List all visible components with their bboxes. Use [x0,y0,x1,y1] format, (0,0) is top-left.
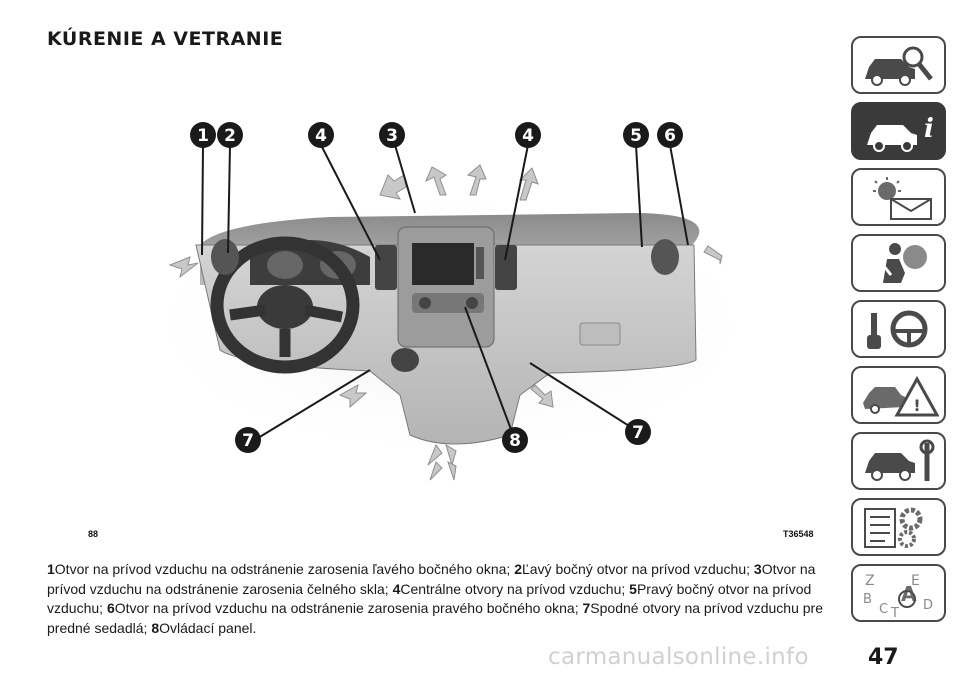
dashboard-ventilation-figure: 1 2 4 3 4 5 6 7 8 7 [80,95,820,525]
callout-6: 6 [657,122,683,148]
caption-text-6: Otvor na prívod vzduchu na odstránenie z… [114,600,579,616]
chapter-tab-4[interactable] [851,234,946,292]
svg-text:4: 4 [315,126,327,146]
caption-text-1: Otvor na prívod vzduchu na odstránenie z… [54,561,511,577]
svg-text:2: 2 [224,126,236,146]
chapter-tab-8[interactable] [851,498,946,556]
caption-text-4: Centrálne otvory na prívod vzduchu; [400,580,626,597]
svg-text:1: 1 [197,126,209,146]
svg-text:E: E [911,573,920,589]
svg-text:4: 4 [522,126,534,146]
svg-text:C: C [879,602,888,617]
svg-text:T: T [890,606,899,617]
page-title: KÚRENIE A VETRANIE [47,28,284,50]
speedometer-dial [267,251,303,279]
chapter-tab-9[interactable]: Z E B A C D T [851,564,946,622]
caption-text-2: Ľavý bočný otvor na prívod vzduchu; [521,561,751,577]
side-vent-right [651,239,679,275]
callout-4-right: 4 [515,122,541,148]
chapter-tab-2[interactable]: i [851,102,946,160]
warning-light-message-icon [873,177,932,220]
callout-7-right: 7 [625,419,651,445]
callout-5: 5 [623,122,649,148]
svg-text:8: 8 [509,431,521,451]
airflow-arrows [168,164,723,481]
gear-lever [391,348,419,372]
caption-num-6: 6 [106,600,115,616]
media-buttons [476,247,484,279]
caption-text-7: Spodné otvory na prívod vzduchu pre pred… [47,600,823,636]
callout-leader-lines [201,144,689,441]
chapter-tab-6[interactable]: ! [851,366,946,424]
side-vent-left [211,239,239,275]
figure-code: T36548 [783,529,814,539]
chapter-tab-1[interactable] [851,36,946,94]
page-number: 47 [868,645,899,670]
svg-text:D: D [923,598,933,613]
svg-text:!: ! [913,396,920,415]
glove-box-handle [579,322,621,346]
car-breakdown-warning-icon: ! [863,375,939,417]
caption-num-8: 8 [151,619,160,636]
caption-num-2: 2 [514,561,522,577]
svg-text:A: A [901,582,917,606]
svg-text:3: 3 [386,126,398,146]
figure-caption: 1Otvor na prívod vzduchu na odstránenie … [47,560,837,638]
callout-4-left: 4 [308,122,334,148]
caption-text-3: Otvor na prívod vzduchu na odstránenie z… [47,561,816,597]
central-vent-left [375,245,397,290]
callout-1: 1 [190,122,216,148]
central-vent-right [495,245,517,290]
figure-page-reference: 88 [88,529,99,539]
svg-text:7: 7 [632,423,644,443]
chapter-tab-3[interactable] [851,168,946,226]
alphabet-index-icon: Z E B A C D T [863,573,933,617]
caption-num-1: 1 [47,561,55,577]
svg-text:5: 5 [630,126,642,146]
dashboard-illustration: 1 2 4 3 4 5 6 7 8 7 [120,122,780,481]
callout-7-left: 7 [235,427,261,453]
svg-text:i: i [924,114,934,144]
steering-wheel-spokes [229,304,344,357]
airbag-seat-icon [873,243,927,283]
climate-knob-left [419,297,431,309]
svg-text:6: 6 [664,126,676,146]
car-info-icon: i [867,114,934,152]
caption-num-5: 5 [629,580,637,597]
chapter-tab-5[interactable] [851,300,946,358]
car-search-icon [865,46,933,86]
media-screen [412,243,474,285]
steering-wheel [210,236,360,374]
caption-num-3: 3 [753,561,762,577]
specs-gear-icon [864,507,923,548]
caption-text-8: Ovládací panel. [159,619,257,636]
car-wrench-icon [865,439,935,481]
steering-wheel-hub [257,285,313,329]
key-steering-wheel-icon [867,310,928,349]
svg-text:B: B [863,592,872,607]
climate-knob-right [466,297,478,309]
caption-num-4: 4 [392,580,401,597]
svg-text:Z: Z [865,573,875,589]
chapter-tab-7[interactable] [851,432,946,490]
footer-watermark: carmanualsonline.info [548,644,809,670]
svg-text:7: 7 [242,431,254,451]
callout-3: 3 [379,122,405,148]
callout-8: 8 [502,427,528,453]
caption-num-7: 7 [582,600,591,616]
callout-2: 2 [217,122,243,148]
caption-text-5: Pravý bočný otvor na prívod vzduchu; [47,580,812,617]
